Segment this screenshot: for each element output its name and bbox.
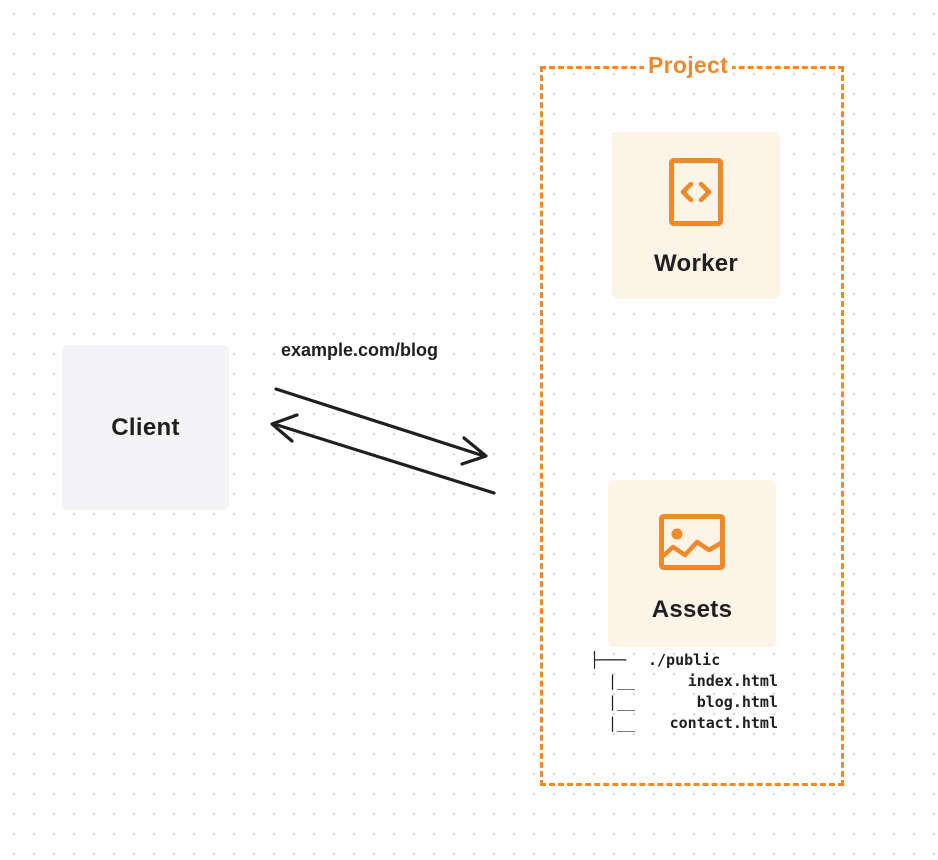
code-file-icon [669,158,723,226]
tree-file-name: index.html [687,672,778,690]
image-icon [659,514,725,570]
tree-branch-connector: |__ [608,672,636,690]
tree-file-row: |__ contact.html [590,713,778,734]
assets-label: Assets [651,596,733,623]
request-url-label: example.com/blog [281,340,439,360]
tree-branch-connector: |__ [608,714,636,732]
tree-file-row: |__ index.html [590,671,778,692]
tree-file-name: contact.html [669,714,778,732]
worker-node: Worker [612,132,780,299]
worker-label: Worker [653,250,739,277]
tree-branch-connector: ├─── [590,651,627,669]
tree-branch-connector: |__ [608,693,636,711]
tree-root-folder: ./public [648,651,721,669]
client-node: Client [62,345,229,510]
tree-file-name: blog.html [696,693,778,711]
file-tree: ├─── ./public |__ index.html |__ blog.ht… [590,650,778,734]
client-label: Client [111,413,180,441]
response-arrow [270,413,496,495]
assets-node: Assets [608,480,776,647]
tree-root-row: ├─── ./public [590,650,778,671]
project-label: Project [644,50,733,80]
tree-file-row: |__ blog.html [590,692,778,713]
request-arrow [274,387,488,466]
